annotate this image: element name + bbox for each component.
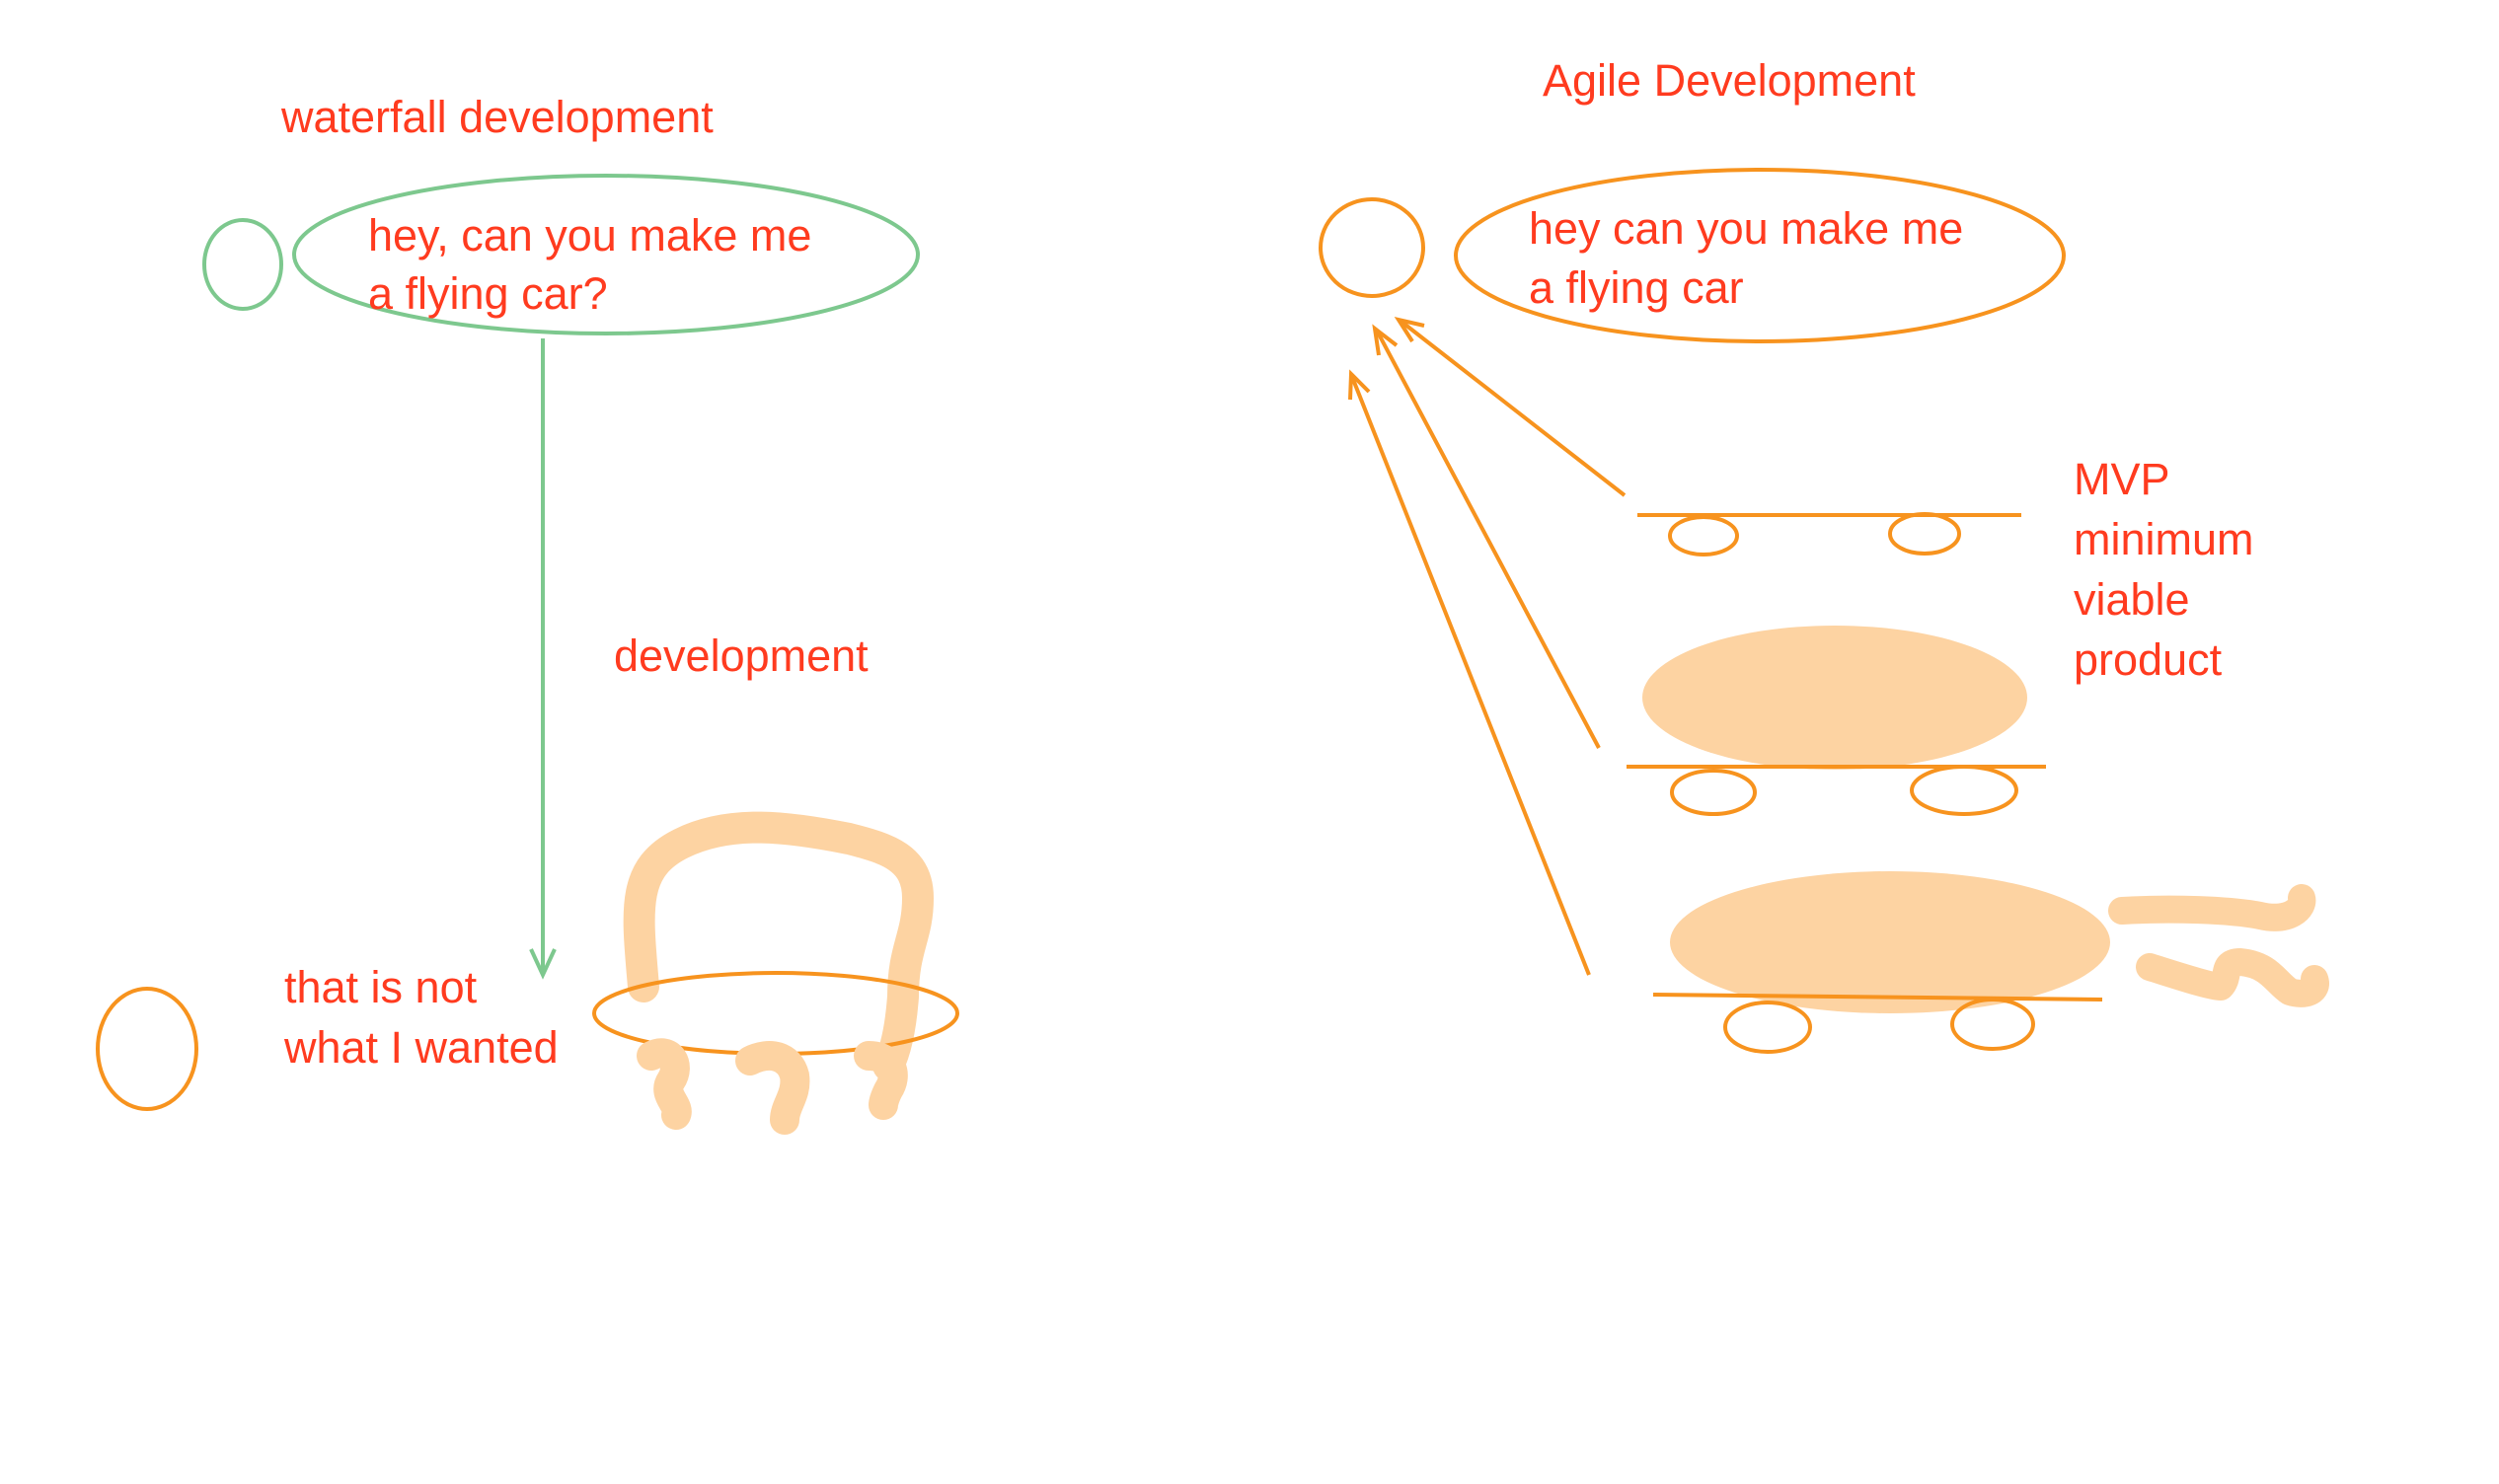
- wheel-icon: [1888, 512, 1961, 556]
- request-line-1: hey, can you make me: [368, 210, 811, 260]
- request-line-2: a flying car?: [368, 268, 608, 319]
- iteration-flying-car: [1652, 871, 2329, 1054]
- arrowhead-icon: [1394, 316, 1425, 343]
- iteration-skateboard: [1637, 512, 2021, 556]
- mvp-label-line-2: minimum: [2074, 514, 2254, 564]
- mvp-label-line-4: product: [2074, 634, 2223, 685]
- development-label: development: [614, 631, 869, 681]
- request-line-2: a flying car: [1529, 262, 1744, 313]
- feedback-arrow-2: [1375, 330, 1601, 749]
- cage-scribble: [623, 811, 934, 1081]
- agile-title: Agile Development: [1543, 55, 1916, 106]
- car-body: [1642, 626, 2027, 770]
- feedback-arrow-1: [1400, 320, 1627, 497]
- response-line-1: that is not: [284, 962, 478, 1012]
- development-arrowhead-icon: [529, 948, 557, 980]
- wheel-icon: [1670, 769, 1757, 816]
- iteration-car-body: [1627, 626, 2046, 816]
- waterfall-section: waterfall development hey, can you make …: [96, 92, 959, 1135]
- board-line: [1652, 993, 2103, 1002]
- wing-scribble: [2136, 948, 2329, 1007]
- mvp-label-line-3: viable: [2074, 574, 2190, 625]
- wheel-icon: [1910, 765, 2018, 816]
- customer-head-icon: [96, 987, 198, 1111]
- agile-section: Agile Development hey can you make me a …: [1319, 55, 2329, 1054]
- leg-scribble: [637, 1038, 692, 1130]
- request-bubble: [1454, 168, 2066, 343]
- wing-scribble: [2108, 884, 2316, 931]
- leg-scribble: [735, 1041, 810, 1135]
- customer-head-icon: [1319, 197, 1425, 298]
- waterfall-title: waterfall development: [280, 92, 714, 142]
- response-line-2: what I wanted: [283, 1022, 559, 1073]
- arrowhead-icon: [1372, 324, 1399, 356]
- wheel-icon: [1668, 515, 1739, 556]
- customer-head-icon: [202, 218, 283, 311]
- wheel-icon: [1723, 1001, 1812, 1054]
- arrowhead-icon: [1348, 369, 1371, 401]
- request-line-1: hey can you make me: [1529, 203, 1963, 254]
- request-bubble: [292, 174, 920, 335]
- feedback-arrow-3: [1350, 376, 1591, 976]
- mvp-label-line-1: MVP: [2074, 454, 2170, 504]
- wheel-icon: [1950, 998, 2035, 1051]
- car-body: [1670, 871, 2110, 1013]
- leg-scribble: [854, 1041, 908, 1120]
- wrong-product-sketch: [592, 811, 959, 1135]
